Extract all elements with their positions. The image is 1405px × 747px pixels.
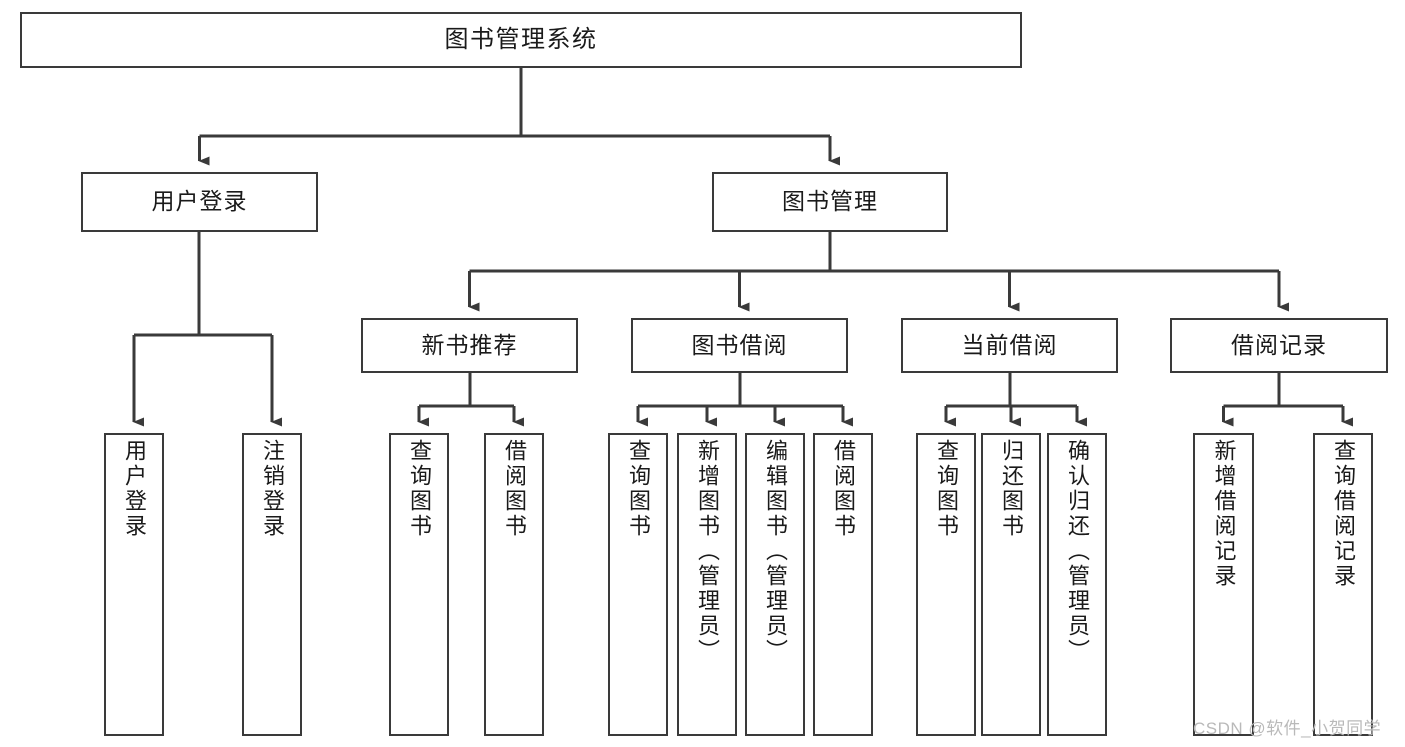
node-borrow-record: 借阅记录 xyxy=(1170,318,1388,373)
node-leaf-return-book: 归还图书 xyxy=(981,433,1041,736)
node-leaf-query-book-cur: 查询图书 xyxy=(916,433,976,736)
node-label: 图书管理系统 xyxy=(444,25,598,53)
node-leaf-query-borrow-record: 查询借阅记录 xyxy=(1313,433,1373,736)
node-label: 新增借阅记录 xyxy=(1211,439,1237,589)
node-label: 当前借阅 xyxy=(961,331,1058,358)
node-leaf-confirm-return-admin: 确认归还（管理员） xyxy=(1047,433,1107,736)
node-label: 归还图书 xyxy=(999,439,1024,539)
node-book-manage: 图书管理 xyxy=(712,172,948,232)
node-label: 查询图书 xyxy=(934,439,959,539)
node-leaf-user-login: 用户登录 xyxy=(104,433,164,736)
node-user-login: 用户登录 xyxy=(81,172,318,232)
node-current-borrow: 当前借阅 xyxy=(901,318,1118,373)
node-label: 借阅记录 xyxy=(1231,331,1327,358)
node-label: 借阅图书 xyxy=(502,439,527,539)
node-label: 图书管理 xyxy=(782,188,878,215)
node-label: 确认归还（管理员） xyxy=(1065,439,1090,664)
node-label: 查询图书 xyxy=(407,439,432,539)
node-book-borrow: 图书借阅 xyxy=(631,318,848,373)
node-leaf-logout: 注销登录 xyxy=(242,433,302,736)
node-leaf-borrow-book: 借阅图书 xyxy=(813,433,873,736)
csdn-watermark: CSDN @软件_小贺同学 xyxy=(1193,719,1382,738)
node-leaf-edit-book-admin: 编辑图书（管理员） xyxy=(745,433,805,736)
node-label: 编辑图书（管理员） xyxy=(763,439,788,664)
node-label: 用户登录 xyxy=(122,439,147,539)
node-label: 新增图书（管理员） xyxy=(695,439,720,664)
node-leaf-query-book-rec: 查询图书 xyxy=(389,433,449,736)
node-label: 图书借阅 xyxy=(691,331,788,358)
node-root: 图书管理系统 xyxy=(20,12,1022,68)
node-leaf-borrow-book-rec: 借阅图书 xyxy=(484,433,544,736)
node-leaf-add-book-admin: 新增图书（管理员） xyxy=(677,433,737,736)
node-new-book-recommend: 新书推荐 xyxy=(361,318,578,373)
node-leaf-query-book-borrow: 查询图书 xyxy=(608,433,668,736)
node-label: 用户登录 xyxy=(151,188,248,215)
node-label: 注销登录 xyxy=(260,439,285,539)
node-label: 查询图书 xyxy=(626,439,651,539)
node-label: 借阅图书 xyxy=(831,439,856,539)
node-label: 新书推荐 xyxy=(421,331,518,358)
node-label: 查询借阅记录 xyxy=(1331,439,1356,589)
node-leaf-add-borrow-record: 新增借阅记录 xyxy=(1193,433,1254,736)
